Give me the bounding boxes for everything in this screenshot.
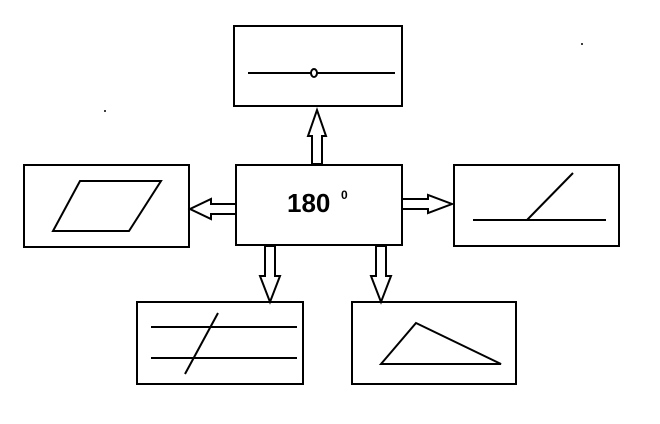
center-value: 180	[287, 188, 330, 218]
parallelogram-shape	[51, 180, 163, 232]
triangle-shape	[378, 321, 502, 365]
arrow-right	[401, 193, 455, 215]
center-superscript: 0	[341, 188, 348, 202]
stray-dot	[581, 43, 583, 45]
stray-dot	[104, 110, 106, 112]
box-top-straight-angle	[233, 25, 403, 107]
center-box: 180 0	[235, 164, 403, 246]
arrow-down-left	[258, 245, 282, 305]
box-right-adjacent-angles	[453, 164, 620, 247]
box-left-parallelogram	[23, 164, 190, 248]
arrow-down-right	[369, 245, 393, 305]
ray-line	[526, 172, 574, 221]
box-bottom-right-triangle	[351, 301, 517, 385]
transversal-line	[184, 312, 219, 375]
box-bottom-left-parallel-lines	[136, 301, 304, 385]
arrow-up	[306, 106, 328, 165]
vertex-point	[310, 68, 318, 78]
arrow-left	[187, 197, 237, 221]
